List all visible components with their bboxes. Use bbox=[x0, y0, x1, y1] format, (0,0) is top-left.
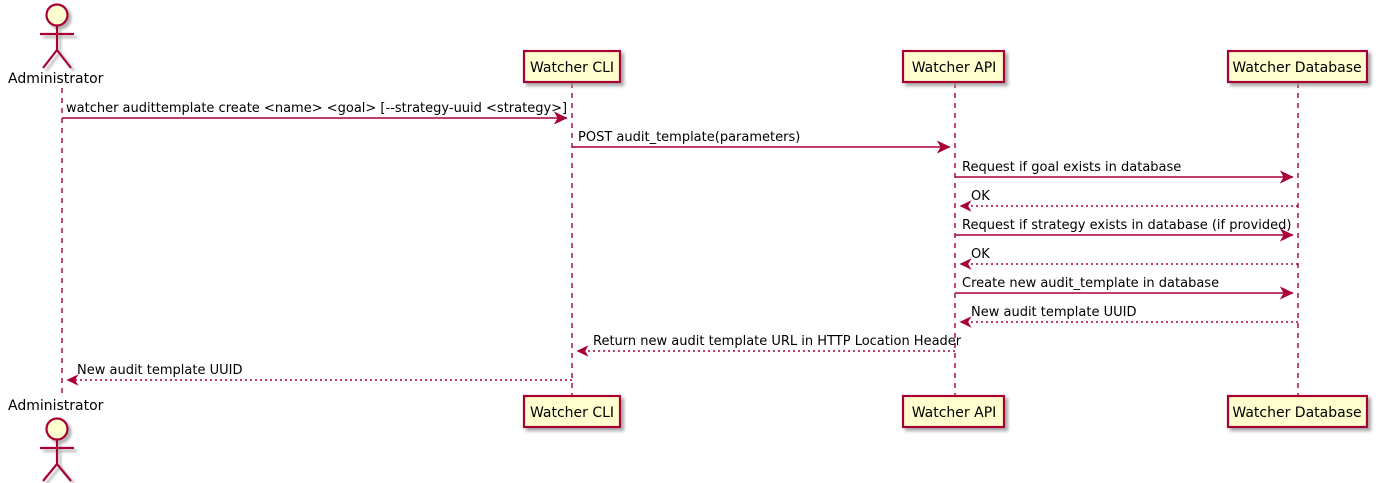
message-label: watcher audittemplate create <name> <goa… bbox=[66, 101, 567, 116]
participant-box-rect bbox=[1226, 49, 1369, 84]
participant-box-rect bbox=[522, 394, 622, 429]
participant-label-watcher-api-bottom: Watcher API bbox=[912, 405, 997, 421]
participant-box-watcher-cli-bottom[interactable]: Watcher CLI bbox=[522, 394, 622, 429]
participant-box-rect bbox=[901, 394, 1006, 429]
participant-label-watcher-database-top: Watcher Database bbox=[1232, 60, 1361, 76]
message-6: OK bbox=[959, 247, 1298, 270]
lifelines-group bbox=[61, 83, 1299, 398]
actor-head-icon bbox=[45, 417, 69, 441]
participant-box-watcher-cli-top[interactable]: Watcher CLI bbox=[522, 49, 622, 84]
message-1: watcher audittemplate create <name> <goa… bbox=[62, 101, 568, 125]
actor-label-administrator-top: Administrator bbox=[8, 71, 104, 87]
message-label: Request if goal exists in database bbox=[962, 160, 1181, 175]
message-label: Create new audit_template in database bbox=[962, 276, 1219, 291]
participant-box-watcher-database-bottom[interactable]: Watcher Database bbox=[1226, 394, 1369, 429]
message-3: Request if goal exists in database bbox=[955, 160, 1294, 184]
participant-label-watcher-database-bottom: Watcher Database bbox=[1232, 405, 1361, 421]
message-9: Return new audit template URL in HTTP Lo… bbox=[576, 334, 962, 357]
message-8: New audit template UUID bbox=[959, 305, 1298, 328]
message-label: POST audit_template(parameters) bbox=[578, 130, 800, 145]
message-label: OK bbox=[971, 189, 990, 204]
actor-left-leg-line bbox=[42, 49, 58, 69]
message-10: New audit template UUID bbox=[66, 363, 572, 386]
message-7: Create new audit_template in database bbox=[955, 276, 1294, 300]
participant-box-rect bbox=[901, 49, 1006, 84]
actor-administrator-top[interactable] bbox=[40, 3, 74, 69]
participant-label-watcher-api-top: Watcher API bbox=[912, 60, 997, 76]
message-label: Return new audit template URL in HTTP Lo… bbox=[593, 334, 962, 349]
message-label: OK bbox=[971, 247, 990, 262]
actor-label-administrator-bottom: Administrator bbox=[8, 398, 104, 414]
actor-right-leg-line bbox=[56, 463, 72, 482]
message-4: OK bbox=[959, 189, 1298, 212]
participant-box-rect bbox=[522, 49, 622, 84]
actor-administrator-bottom[interactable] bbox=[40, 417, 74, 482]
participant-label-watcher-cli-bottom: Watcher CLI bbox=[530, 405, 614, 421]
participant-box-watcher-database-top[interactable]: Watcher Database bbox=[1226, 49, 1369, 84]
message-label: New audit template UUID bbox=[77, 363, 242, 378]
actor-right-leg-line bbox=[56, 49, 72, 69]
participant-box-watcher-api-bottom[interactable]: Watcher API bbox=[901, 394, 1006, 429]
message-5: Request if strategy exists in database (… bbox=[955, 218, 1294, 242]
participant-box-rect bbox=[1226, 394, 1369, 429]
message-label: New audit template UUID bbox=[971, 305, 1136, 320]
message-label: Request if strategy exists in database (… bbox=[962, 218, 1291, 233]
actor-left-leg-line bbox=[42, 463, 58, 482]
message-2: POST audit_template(parameters) bbox=[572, 130, 951, 154]
participant-box-watcher-api-top[interactable]: Watcher API bbox=[901, 49, 1006, 84]
actor-head-icon bbox=[45, 3, 69, 27]
participant-label-watcher-cli-top: Watcher CLI bbox=[530, 60, 614, 76]
